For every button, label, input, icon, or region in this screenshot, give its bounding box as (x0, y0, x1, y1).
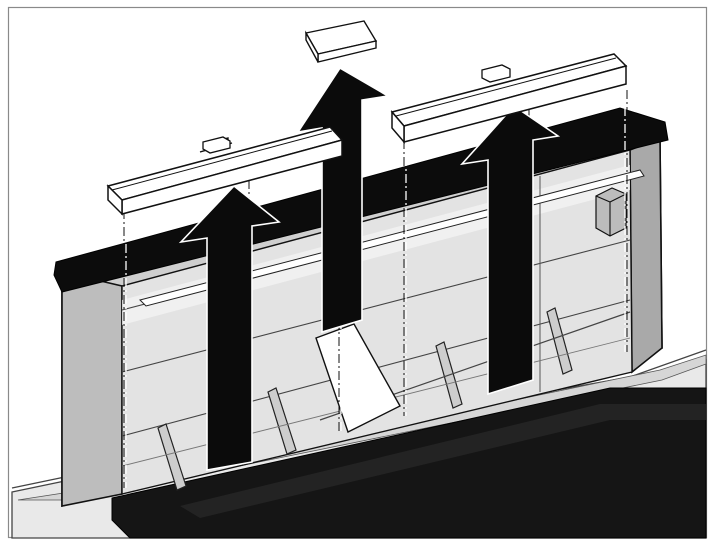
control-box (595, 187, 627, 237)
arrow-center (296, 66, 391, 334)
arrow-left (178, 184, 281, 471)
arrow-right (459, 104, 561, 396)
countertop (11, 349, 707, 539)
cover-lid (304, 20, 378, 63)
right-filter-rail (390, 53, 628, 145)
left-filter-rail (106, 126, 344, 216)
